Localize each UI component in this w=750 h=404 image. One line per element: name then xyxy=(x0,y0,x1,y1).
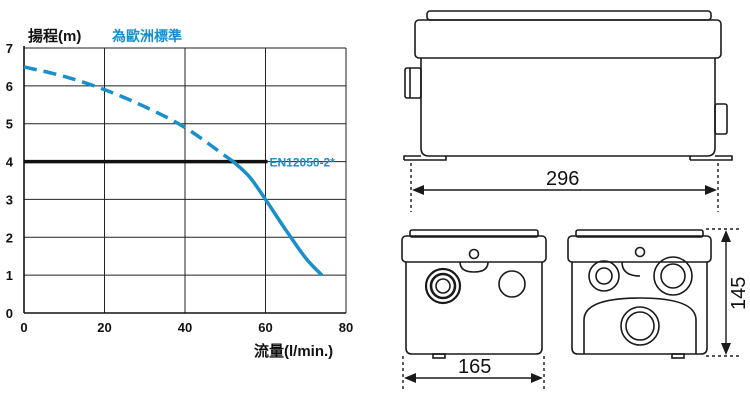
reference-group: EN12050-2* xyxy=(24,156,335,170)
width-arrow-right xyxy=(531,373,543,383)
front-notch xyxy=(459,261,489,273)
rear-port-left-inner xyxy=(595,267,613,285)
front-foot xyxy=(432,353,446,359)
rear-notch-left xyxy=(621,261,641,277)
legend-note: 為歐洲標準 xyxy=(111,28,182,44)
front-outlet-outer xyxy=(424,267,462,305)
rear-body xyxy=(571,262,708,355)
product-front-view xyxy=(401,229,547,359)
y-tick-label: 4 xyxy=(6,155,14,170)
rear-lid xyxy=(567,235,712,263)
rear-screw xyxy=(634,246,646,258)
front-lid xyxy=(401,235,547,263)
x-tick-label: 0 xyxy=(20,320,27,335)
height-arrow-bottom xyxy=(721,343,731,355)
length-arrow-right xyxy=(705,185,717,195)
x-tick-label: 20 xyxy=(97,320,111,335)
dimension-height xyxy=(706,228,740,357)
y-tick-label: 3 xyxy=(6,192,13,207)
rear-port-bottom-outer xyxy=(620,306,660,346)
rear-lid-top xyxy=(575,229,704,238)
side-body xyxy=(420,58,716,157)
rear-arch xyxy=(583,297,697,354)
y-tick-label: 0 xyxy=(6,306,13,321)
x-tick-label: 60 xyxy=(258,320,272,335)
curve-solid-segment xyxy=(232,160,324,277)
rear-port-left-outer xyxy=(588,260,620,292)
side-right-port xyxy=(714,103,728,135)
dimension-length xyxy=(410,163,719,212)
height-label: 145 xyxy=(728,277,750,310)
front-lid-top xyxy=(409,229,539,238)
front-body xyxy=(405,262,543,355)
rear-foot xyxy=(671,353,685,359)
length-label: 296 xyxy=(546,168,579,190)
side-lid-top xyxy=(426,10,712,21)
side-lid xyxy=(414,19,722,59)
y-tick-label: 7 xyxy=(6,41,13,56)
front-outlet-inner xyxy=(435,278,451,294)
chart-grid xyxy=(24,47,347,313)
front-outlet-mid xyxy=(429,272,457,300)
front-screw xyxy=(468,248,480,260)
y-tick-label: 2 xyxy=(6,230,13,245)
pump-curve-chart: 0 1 2 3 4 5 6 7 0 20 40 60 80 EN12050-2* 揚程(m) 為歐洲標… xyxy=(6,28,353,360)
y-axis-title: 揚程(m) xyxy=(28,28,81,45)
y-tick-labels: 0 1 2 3 4 5 6 7 xyxy=(6,41,14,321)
x-tick-label: 40 xyxy=(178,320,192,335)
curve-series xyxy=(23,65,324,277)
x-axis-title: 流量(l/min.) xyxy=(254,342,333,360)
reference-label: EN12050-2* xyxy=(270,156,336,170)
x-tick-labels: 0 20 40 60 80 xyxy=(20,320,353,335)
y-tick-label: 6 xyxy=(6,79,13,94)
chart-axes xyxy=(23,46,346,314)
front-inlet xyxy=(498,270,526,298)
x-tick-label: 80 xyxy=(339,320,353,335)
product-side-view xyxy=(403,10,733,161)
side-left-port xyxy=(404,67,422,99)
length-arrow-left xyxy=(412,185,424,195)
product-rear-view xyxy=(567,229,712,359)
dimension-width xyxy=(402,356,545,392)
rear-port-right-inner xyxy=(660,263,686,289)
rear-port-bottom-inner xyxy=(625,311,655,341)
width-arrow-left xyxy=(404,373,416,383)
curve-dashed-segment xyxy=(23,65,235,164)
width-label: 165 xyxy=(458,356,491,378)
side-feet xyxy=(403,155,733,161)
y-tick-label: 1 xyxy=(6,268,13,283)
height-arrow-top xyxy=(721,230,731,242)
rear-port-right-outer xyxy=(653,256,693,296)
y-tick-label: 5 xyxy=(6,117,13,132)
